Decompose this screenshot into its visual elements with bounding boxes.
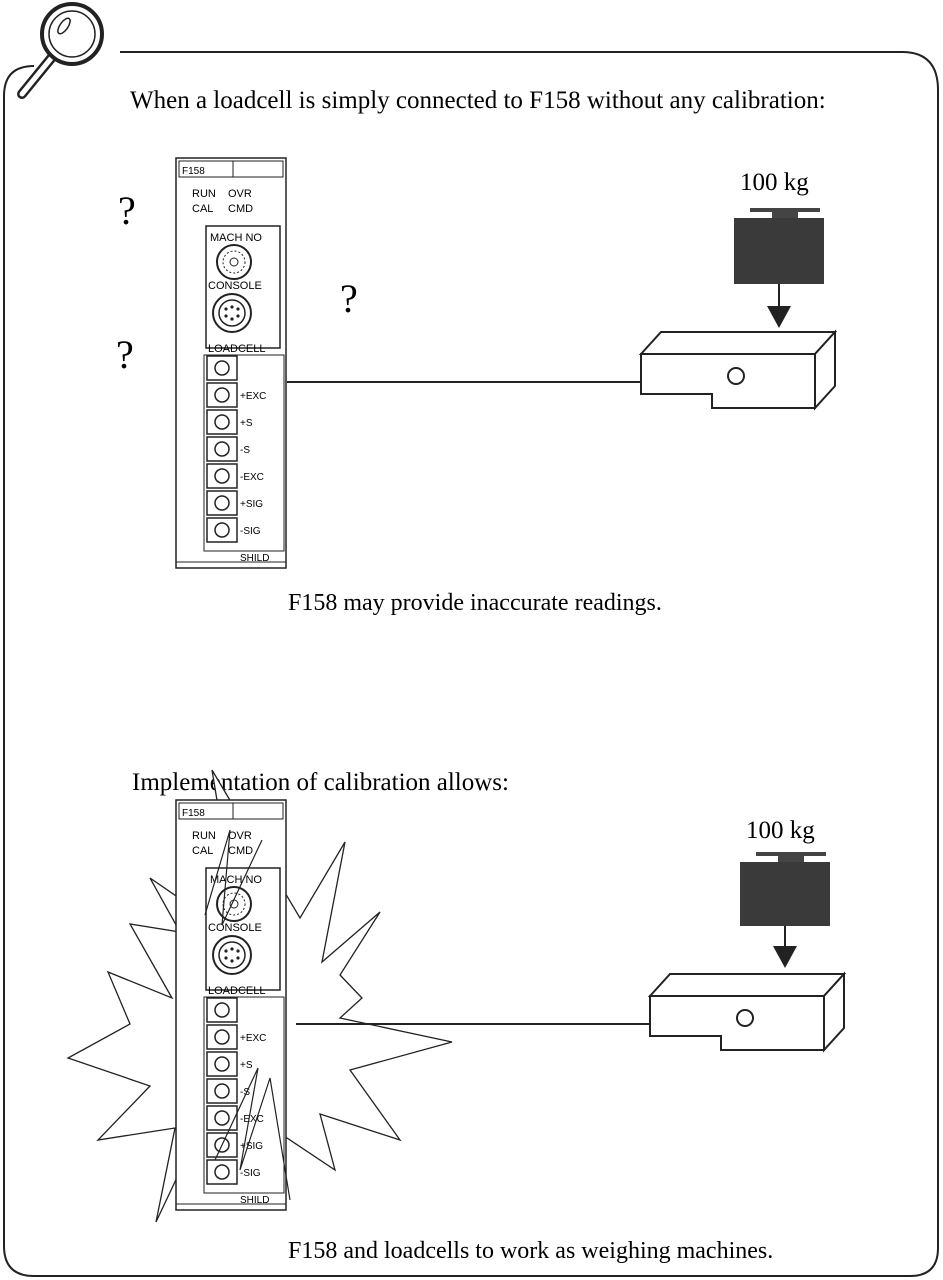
weight-bottom — [740, 852, 830, 926]
terminal-label-exc-minus: -EXC — [240, 472, 264, 483]
question-mark-2: ? — [340, 276, 358, 321]
terminal-label-exc-plus: +EXC — [240, 391, 266, 402]
top-heading: When a loadcell is simply connected to F… — [130, 87, 826, 114]
terminal-label-sig-plus: +SIG — [240, 499, 263, 510]
led-ovr: OVR — [228, 830, 252, 842]
terminal-label-s-plus: +S — [240, 418, 253, 429]
terminal-label-exc-plus: +EXC — [240, 1033, 266, 1044]
weight-label-top: 100 kg — [740, 169, 809, 196]
terminal-label-s-plus: +S — [240, 1060, 253, 1071]
terminal-label-shield: SHILD — [240, 1195, 269, 1206]
loadcell-label: LOADCELL — [208, 343, 265, 355]
burst-streak-2 — [204, 829, 263, 926]
led-cal: CAL — [192, 203, 213, 215]
led-cmd: CMD — [228, 203, 253, 215]
loadcell-bottom — [647, 971, 847, 1053]
mach-no-dial — [216, 244, 252, 280]
arrow-down-icon — [767, 284, 791, 328]
f158-module-bottom: F158 RUN OVR CAL CMD MACH NO CONSOLE LOA… — [175, 799, 287, 1211]
arrow-down-icon — [773, 926, 797, 968]
led-ovr: OVR — [228, 188, 252, 200]
loadcell-label: LOADCELL — [208, 985, 265, 997]
terminal-label-sig-minus: -SIG — [240, 526, 261, 537]
loadcell-top — [638, 329, 838, 411]
console-label: CONSOLE — [208, 280, 262, 292]
weight-top — [734, 208, 824, 284]
model-label: F158 — [182, 166, 205, 177]
magnifier-icon — [17, 2, 104, 99]
terminal-label-exc-minus: -EXC — [240, 1114, 264, 1125]
model-label: F158 — [182, 808, 205, 819]
terminal-block — [206, 355, 238, 543]
terminal-label-s-minus: -S — [240, 1087, 250, 1098]
terminal-block — [206, 997, 238, 1185]
led-run: RUN — [192, 188, 216, 200]
model-label-box — [178, 802, 284, 820]
terminal-label-sig-plus: +SIG — [240, 1141, 263, 1152]
frame-border — [3, 51, 939, 1277]
mach-no-dial — [216, 886, 252, 922]
console-label: CONSOLE — [208, 922, 262, 934]
led-cmd: CMD — [228, 845, 253, 857]
model-label-box — [178, 160, 284, 178]
question-mark-1: ? — [118, 188, 136, 233]
question-mark-3: ? — [116, 332, 134, 377]
led-cal: CAL — [192, 845, 213, 857]
weight-label-bottom: 100 kg — [746, 817, 815, 844]
terminal-label-shield: SHILD — [240, 553, 269, 564]
top-caption: F158 may provide inaccurate readings. — [288, 590, 662, 616]
led-run: RUN — [192, 830, 216, 842]
bottom-heading: Implementation of calibration allows: — [132, 769, 509, 796]
mach-no-label: MACH NO — [210, 874, 262, 886]
mach-no-label: MACH NO — [210, 232, 262, 244]
bottom-caption: F158 and loadcells to work as weighing m… — [288, 1238, 773, 1264]
terminal-label-s-minus: -S — [240, 445, 250, 456]
terminal-label-sig-minus: -SIG — [240, 1168, 261, 1179]
burst-streak-1 — [214, 1067, 291, 1201]
f158-module-top: F158 RUN OVR CAL CMD MACH NO CONSOLE LOA… — [175, 157, 287, 569]
